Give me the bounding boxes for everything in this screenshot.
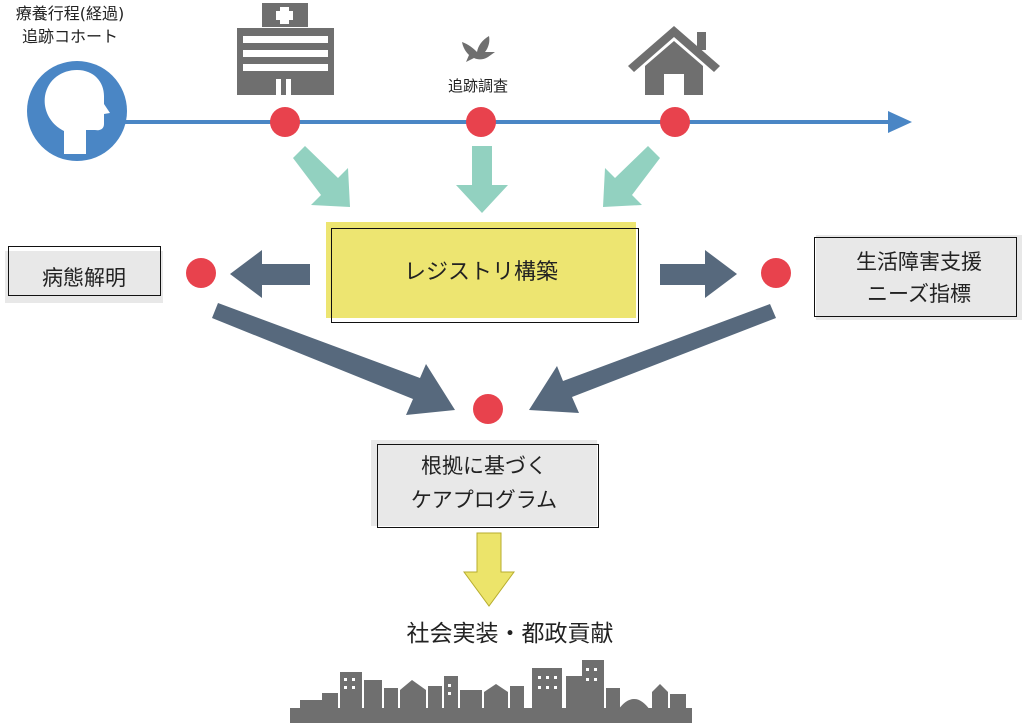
cohort-label-line2: 追跡コホート — [21, 27, 118, 46]
node-pathology — [186, 258, 216, 288]
teal-arrow-left — [293, 146, 350, 207]
slate-arrow-right — [660, 250, 737, 298]
node-convergence — [473, 394, 503, 424]
cohort-label: 療養行程(経過) 追跡コホート — [2, 2, 138, 48]
teal-arrow-right — [603, 146, 660, 207]
teal-arrow-middle — [456, 146, 508, 213]
timeline-node-hospital — [270, 107, 300, 137]
hospital-icon — [237, 3, 334, 95]
program-box-frame — [377, 444, 599, 528]
registry-label: レジストリ構築 — [403, 260, 558, 285]
cohort-label-line1: 療養行程(経過) — [15, 4, 125, 23]
house-icon — [628, 26, 720, 95]
needs-label-line1: 生活障害支援 — [856, 249, 982, 274]
timeline-arrowhead — [888, 111, 912, 133]
yellow-arrow-down — [463, 532, 515, 607]
program-box: 根拠に基づく ケアプログラム — [371, 440, 597, 526]
timeline-node-followup — [466, 107, 496, 137]
needs-box-frame — [814, 237, 1017, 317]
node-needs — [761, 258, 791, 288]
registry-box: レジストリ構築 — [326, 222, 636, 318]
needs-label-line2: ニーズ指標 — [867, 281, 971, 306]
slate-arrow-converge-right — [529, 304, 776, 413]
timeline-node-home — [660, 107, 690, 137]
program-label-line1: 根拠に基づく — [421, 454, 547, 478]
pathology-label: 病態解明 — [42, 266, 126, 290]
needs-box: 生活障害支援 ニーズ指標 — [816, 235, 1022, 320]
bird-icon — [462, 36, 495, 62]
slate-arrow-left — [230, 250, 310, 298]
pathology-box: 病態解明 — [5, 251, 163, 303]
social-contribution-label: 社会実装・都政貢献 — [406, 621, 614, 647]
follow-up-label: 追跡調査 — [447, 77, 508, 95]
program-label-line2: ケアプログラム — [410, 488, 558, 512]
person-head-icon — [27, 61, 127, 161]
registry-box-frame — [331, 228, 639, 323]
slate-arrow-converge-left — [212, 303, 455, 415]
pathology-box-frame — [8, 246, 161, 296]
city-skyline-icon — [290, 660, 692, 723]
